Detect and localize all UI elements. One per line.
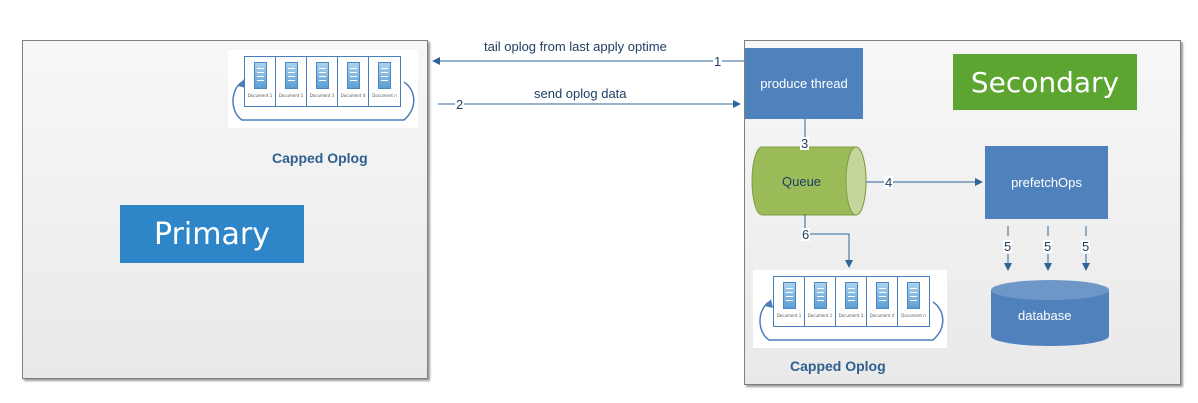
oplog-document-label: Document 4 — [869, 313, 895, 318]
oplog-document: Document n — [898, 277, 929, 326]
document-icon — [845, 282, 858, 309]
step-5c-label: 5 — [1081, 239, 1091, 254]
oplog-document-label: Document 1 — [278, 93, 304, 98]
oplog-document: Document n — [369, 57, 400, 106]
document-icon — [254, 62, 267, 89]
oplog-document-row: Document 1 Document 1 Document 3 Documen… — [773, 276, 930, 327]
step-5a-label: 5 — [1003, 239, 1013, 254]
database-label: database — [1018, 308, 1072, 323]
oplog-document: Document 4 — [338, 57, 369, 106]
step-1-label: 1 — [713, 54, 723, 69]
queue-label: Queue — [782, 174, 822, 189]
step-6-label: 6 — [801, 227, 811, 242]
step-4-label: 4 — [884, 175, 894, 190]
document-icon — [783, 282, 796, 309]
oplog-document-label: Document 1 — [247, 93, 273, 98]
document-icon — [378, 62, 391, 89]
document-icon — [814, 282, 827, 309]
oplog-document: Document 1 — [774, 277, 805, 326]
send-oplog-label: send oplog data — [534, 86, 627, 101]
oplog-document-label: Document 1 — [776, 313, 802, 318]
oplog-document-label: Document 4 — [340, 93, 366, 98]
oplog-document: Document 1 — [805, 277, 836, 326]
oplog-document-label: Document n — [372, 93, 397, 98]
document-icon — [347, 62, 360, 89]
oplog-document: Document 4 — [867, 277, 898, 326]
oplog-document: Document 1 — [276, 57, 307, 106]
primary-oplog-label: Capped Oplog — [272, 150, 368, 166]
produce-thread-node: produce thread — [745, 48, 863, 119]
tail-oplog-label: tail oplog from last apply optime — [484, 39, 667, 54]
document-icon — [285, 62, 298, 89]
oplog-document-label: Document 1 — [807, 313, 833, 318]
document-icon — [907, 282, 920, 309]
document-icon — [316, 62, 329, 89]
oplog-document: Document 1 — [245, 57, 276, 106]
secondary-oplog-label: Capped Oplog — [790, 358, 886, 374]
oplog-document: Document 3 — [836, 277, 867, 326]
secondary-badge: Secondary — [953, 54, 1137, 110]
oplog-document-label: Document 3 — [838, 313, 864, 318]
oplog-document-row: Document 1 Document 1 Document 3 Documen… — [244, 56, 401, 107]
step-5b-label: 5 — [1043, 239, 1053, 254]
step-3-label: 3 — [800, 136, 810, 151]
document-icon — [876, 282, 889, 309]
secondary-capped-oplog: Document 1 Document 1 Document 3 Documen… — [753, 270, 947, 348]
step-2-label: 2 — [455, 97, 465, 112]
oplog-document: Document 3 — [307, 57, 338, 106]
oplog-document-label: Document 3 — [309, 93, 335, 98]
primary-badge: Primary — [120, 205, 304, 263]
prefetch-ops-node: prefetchOps — [985, 146, 1108, 219]
primary-capped-oplog: Document 1 Document 1 Document 3 Documen… — [228, 50, 418, 128]
oplog-document-label: Document n — [901, 313, 926, 318]
oplog-loop-arrow-icon — [759, 299, 944, 341]
